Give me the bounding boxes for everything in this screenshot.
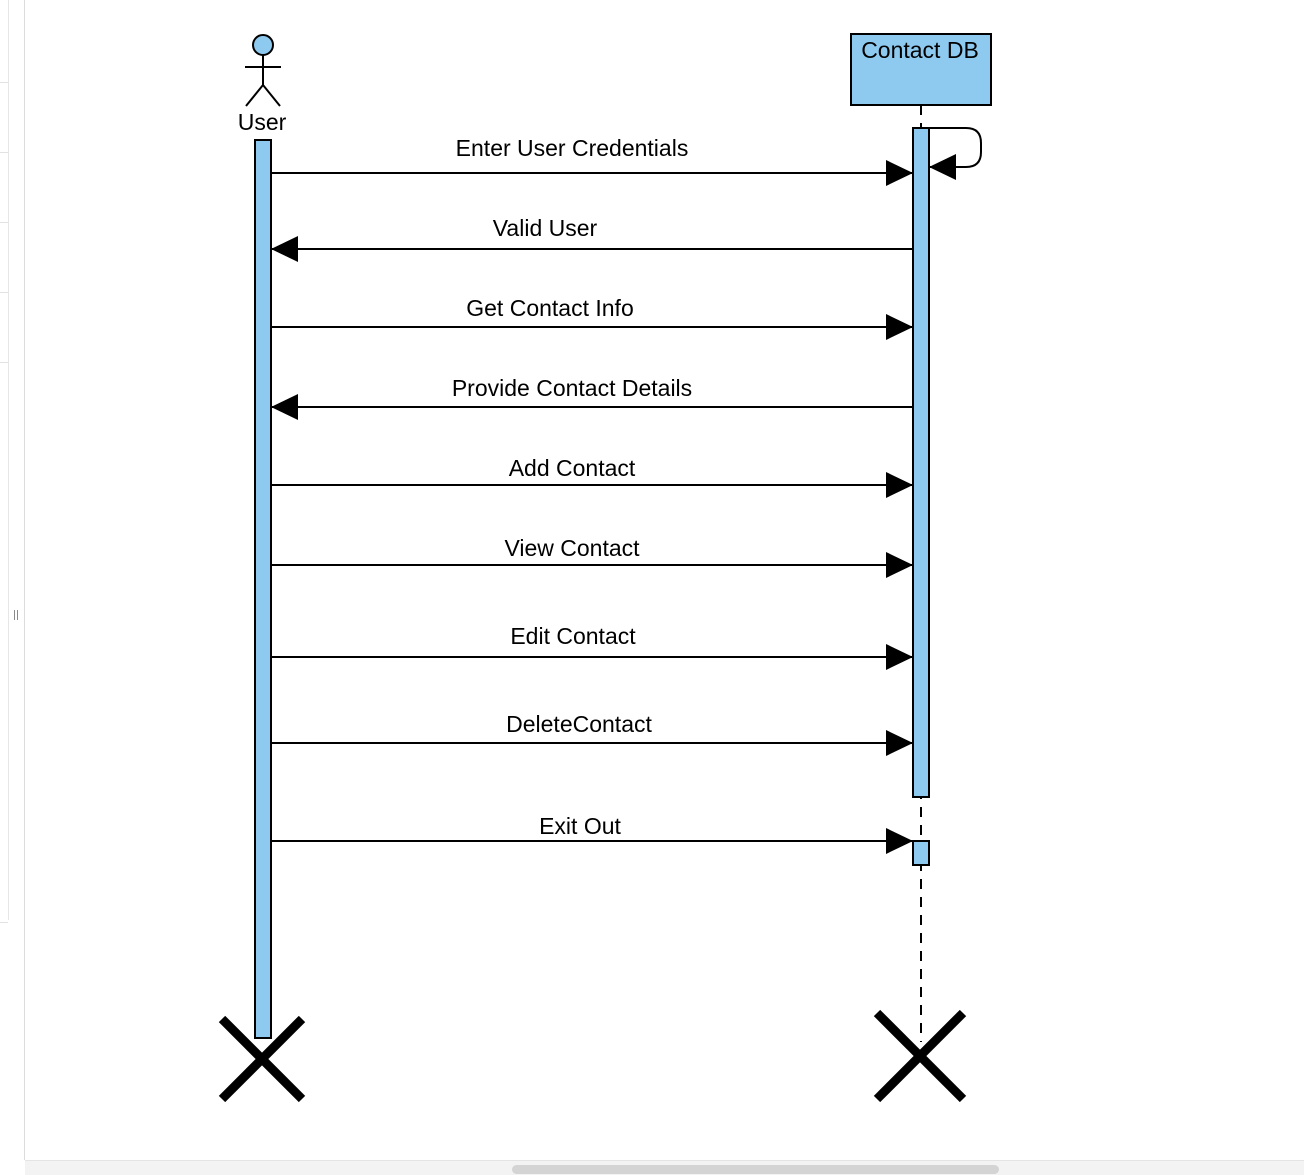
message-label: Provide Contact Details — [452, 375, 692, 401]
message-label: Enter User Credentials — [456, 135, 689, 161]
panel-divider — [0, 152, 8, 153]
panel-divider — [0, 222, 8, 223]
contact-db-object[interactable]: Contact DB — [850, 33, 992, 106]
actor-label: User — [238, 109, 287, 135]
message-label: Edit Contact — [510, 623, 636, 649]
message-label: DeleteContact — [506, 711, 652, 737]
message-label: Add Contact — [509, 455, 636, 481]
panel-edge — [8, 0, 9, 920]
object-label: Contact DB — [861, 37, 979, 63]
user-actor[interactable]: User — [238, 34, 287, 135]
user-destroy-icon[interactable] — [218, 1015, 306, 1103]
db-activation-bar-exit[interactable] — [912, 840, 930, 866]
message-label: Exit Out — [539, 813, 621, 839]
db-activation-bar[interactable] — [912, 127, 930, 798]
actor-head-icon — [252, 34, 274, 56]
left-panel — [0, 0, 25, 1160]
panel-resize-handle[interactable] — [13, 608, 19, 622]
contact-db-destroy-icon[interactable] — [873, 1009, 967, 1103]
message-label: Get Contact Info — [466, 295, 633, 321]
panel-divider — [0, 292, 8, 293]
panel-divider — [0, 82, 8, 83]
panel-divider — [0, 922, 8, 923]
panel-divider — [0, 362, 8, 363]
message-label: Valid User — [493, 215, 598, 241]
self-message-arrow[interactable] — [929, 127, 982, 180]
user-activation-bar[interactable] — [254, 139, 272, 1039]
message-label: View Contact — [504, 535, 640, 561]
horizontal-scrollbar-thumb[interactable] — [512, 1165, 999, 1174]
